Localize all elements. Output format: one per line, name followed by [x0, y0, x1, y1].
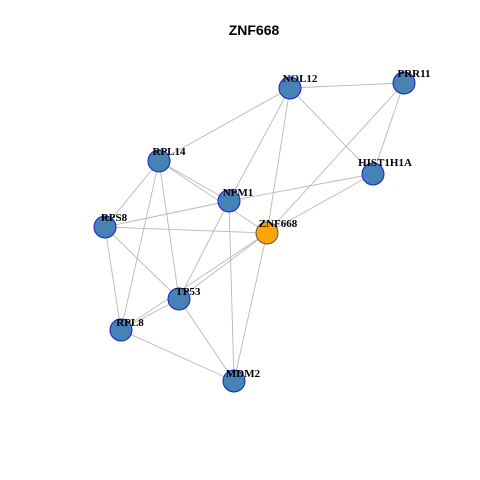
- edge-rps8-znf668: [104, 226, 268, 234]
- node-prr11: [392, 71, 416, 95]
- edge-npm1-tp53: [178, 200, 230, 300]
- edge-nol12-znf668: [266, 87, 291, 234]
- node-mdm2: [222, 369, 246, 393]
- graph-title: ZNF668: [229, 22, 280, 38]
- node-znf668: [255, 221, 279, 245]
- edge-hist1h1a-znf668: [266, 173, 374, 234]
- node-label-prr11: PRR11: [398, 68, 431, 80]
- edge-rpl14-npm1: [158, 160, 230, 202]
- edge-rpl8-mdm2: [120, 329, 235, 382]
- edge-rps8-rpl8: [104, 226, 122, 331]
- node-npm1: [217, 189, 241, 213]
- edge-rpl14-tp53: [158, 160, 180, 300]
- edges-layer: [104, 82, 405, 382]
- edge-prr11-znf668: [266, 82, 405, 234]
- edge-nol12-prr11: [289, 82, 405, 89]
- edge-npm1-rps8: [104, 200, 230, 228]
- edge-tp53-mdm2: [178, 298, 235, 382]
- node-label-rpl14: RPL14: [153, 146, 187, 158]
- node-hist1h1a: [361, 162, 385, 186]
- node-rpl14: [147, 149, 171, 173]
- edge-nol12-npm1: [228, 87, 291, 202]
- node-rps8: [93, 215, 117, 239]
- edge-prr11-hist1h1a: [372, 82, 405, 175]
- node-label-mdm2: MDM2: [226, 368, 261, 380]
- node-label-hist1h1a: HIST1H1A: [358, 157, 412, 169]
- node-nol12: [278, 76, 302, 100]
- edge-rpl14-rps8: [104, 160, 160, 228]
- node-rpl8: [109, 318, 133, 342]
- edge-rps8-tp53: [104, 226, 180, 300]
- edge-rpl14-znf668: [158, 160, 268, 234]
- node-label-rpl8: RPL8: [116, 317, 144, 329]
- edge-nol12-rpl14: [158, 87, 291, 162]
- node-label-nol12: NOL12: [283, 73, 318, 85]
- node-label-npm1: NPM1: [223, 187, 254, 199]
- edge-npm1-mdm2: [228, 200, 235, 382]
- nodes-layer: [93, 71, 416, 393]
- node-tp53: [167, 287, 191, 311]
- node-label-znf668: ZNF668: [259, 218, 298, 230]
- edge-znf668-rpl8: [120, 232, 268, 331]
- edge-rpl14-rpl8: [120, 160, 160, 331]
- edge-znf668-mdm2: [233, 232, 268, 382]
- edge-hist1h1a-npm1: [228, 173, 374, 202]
- node-label-rps8: RPS8: [101, 212, 128, 224]
- node-label-tp53: TP53: [175, 286, 201, 298]
- edge-nol12-hist1h1a: [289, 87, 374, 175]
- edge-znf668-tp53: [178, 232, 268, 300]
